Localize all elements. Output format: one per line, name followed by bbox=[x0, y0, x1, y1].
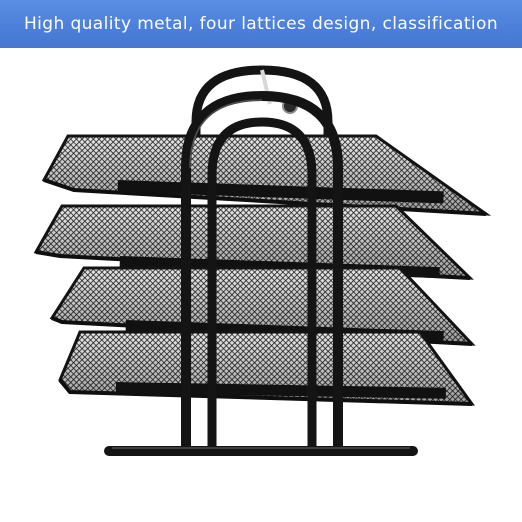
feature-caption: High quality metal, four lattices design… bbox=[23, 14, 499, 34]
tray-1 bbox=[41, 134, 492, 216]
front-frame bbox=[181, 90, 343, 453]
feature-banner: High quality metal, four lattices design… bbox=[0, 0, 522, 48]
product-photo bbox=[33, 65, 492, 456]
tray-4 bbox=[58, 330, 475, 406]
base-rod bbox=[104, 446, 418, 456]
